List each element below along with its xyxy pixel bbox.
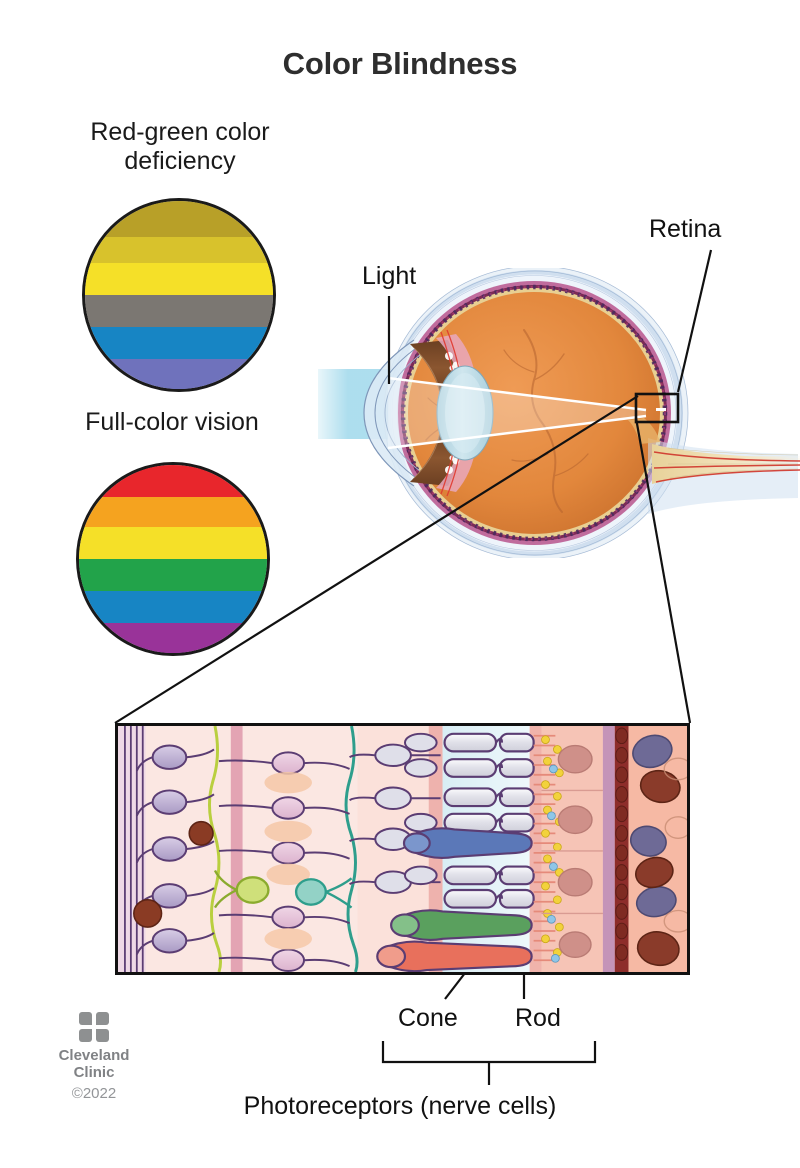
- swatch-band: [85, 236, 273, 264]
- muller-cell-columns: [208, 726, 359, 972]
- logo-square-bottom-left: [79, 1029, 92, 1042]
- cone-red: [376, 940, 533, 972]
- cleveland-clinic-branding: Cleveland Clinic ©2022: [38, 1012, 150, 1102]
- logo-square-top-left: [79, 1012, 92, 1025]
- rpe-cell-borders: [541, 789, 603, 915]
- ganglion-cell-layer: [133, 744, 215, 955]
- rpe-microvilli: [533, 734, 556, 962]
- red-green-deficiency-label-line2: deficiency: [124, 147, 236, 175]
- optic-nerve: [648, 438, 800, 514]
- swatch-band: [85, 294, 273, 327]
- red-green-deficiency-label-line1: Red-green color: [90, 118, 270, 146]
- cone-green: [390, 909, 533, 941]
- cone-cells: [376, 827, 533, 972]
- rod-cells: [443, 732, 535, 909]
- full-color-vision-label-line1: Full-color vision: [85, 408, 259, 436]
- swatch-band: [79, 590, 267, 623]
- red-green-deficiency-swatch: [82, 198, 276, 392]
- rod-label: Rod: [515, 1004, 561, 1032]
- bipolar-cell-layer: [218, 751, 350, 972]
- amacrine-cells: [264, 771, 312, 950]
- photoreceptors-label: Photoreceptors (nerve cells): [243, 1092, 557, 1120]
- swatch-band: [79, 558, 267, 591]
- retina-label: Retina: [649, 215, 722, 243]
- nerve-fiber-layer: [124, 726, 144, 972]
- eye-cross-section-diagram: [318, 268, 800, 558]
- red-green-deficiency-label: Red-green color deficiency: [30, 118, 330, 176]
- swatch-band: [85, 201, 273, 237]
- swatch-band: [79, 527, 267, 559]
- swatch-band: [79, 496, 267, 528]
- retina-magnified-panel: [115, 723, 690, 975]
- cone-blue: [402, 827, 533, 859]
- cleveland-clinic-logo-icon: [79, 1012, 109, 1042]
- full-color-vision-swatch: [76, 462, 270, 656]
- swatch-band: [85, 358, 273, 389]
- logo-square-bottom-right: [96, 1029, 109, 1042]
- light-label: Light: [362, 262, 417, 290]
- brand-name-line2: Clinic: [73, 1063, 115, 1081]
- swatch-band: [79, 465, 267, 497]
- swatch-band: [79, 622, 267, 653]
- logo-square-top-right: [96, 1012, 109, 1025]
- rpe-cell-nuclei: [557, 744, 593, 959]
- choroid-blood-vessels: [629, 734, 687, 967]
- swatch-band: [85, 326, 273, 359]
- full-color-vision-label: Full-color vision: [22, 408, 322, 437]
- page-title: Color Blindness: [282, 46, 518, 81]
- choriocapillaris: [615, 727, 629, 961]
- swatch-band: [85, 263, 273, 295]
- brand-name-line1: Cleveland: [58, 1047, 130, 1064]
- cone-label: Cone: [398, 1004, 458, 1032]
- copyright-notice: ©2022: [71, 1084, 117, 1102]
- colored-interneurons: [213, 869, 353, 909]
